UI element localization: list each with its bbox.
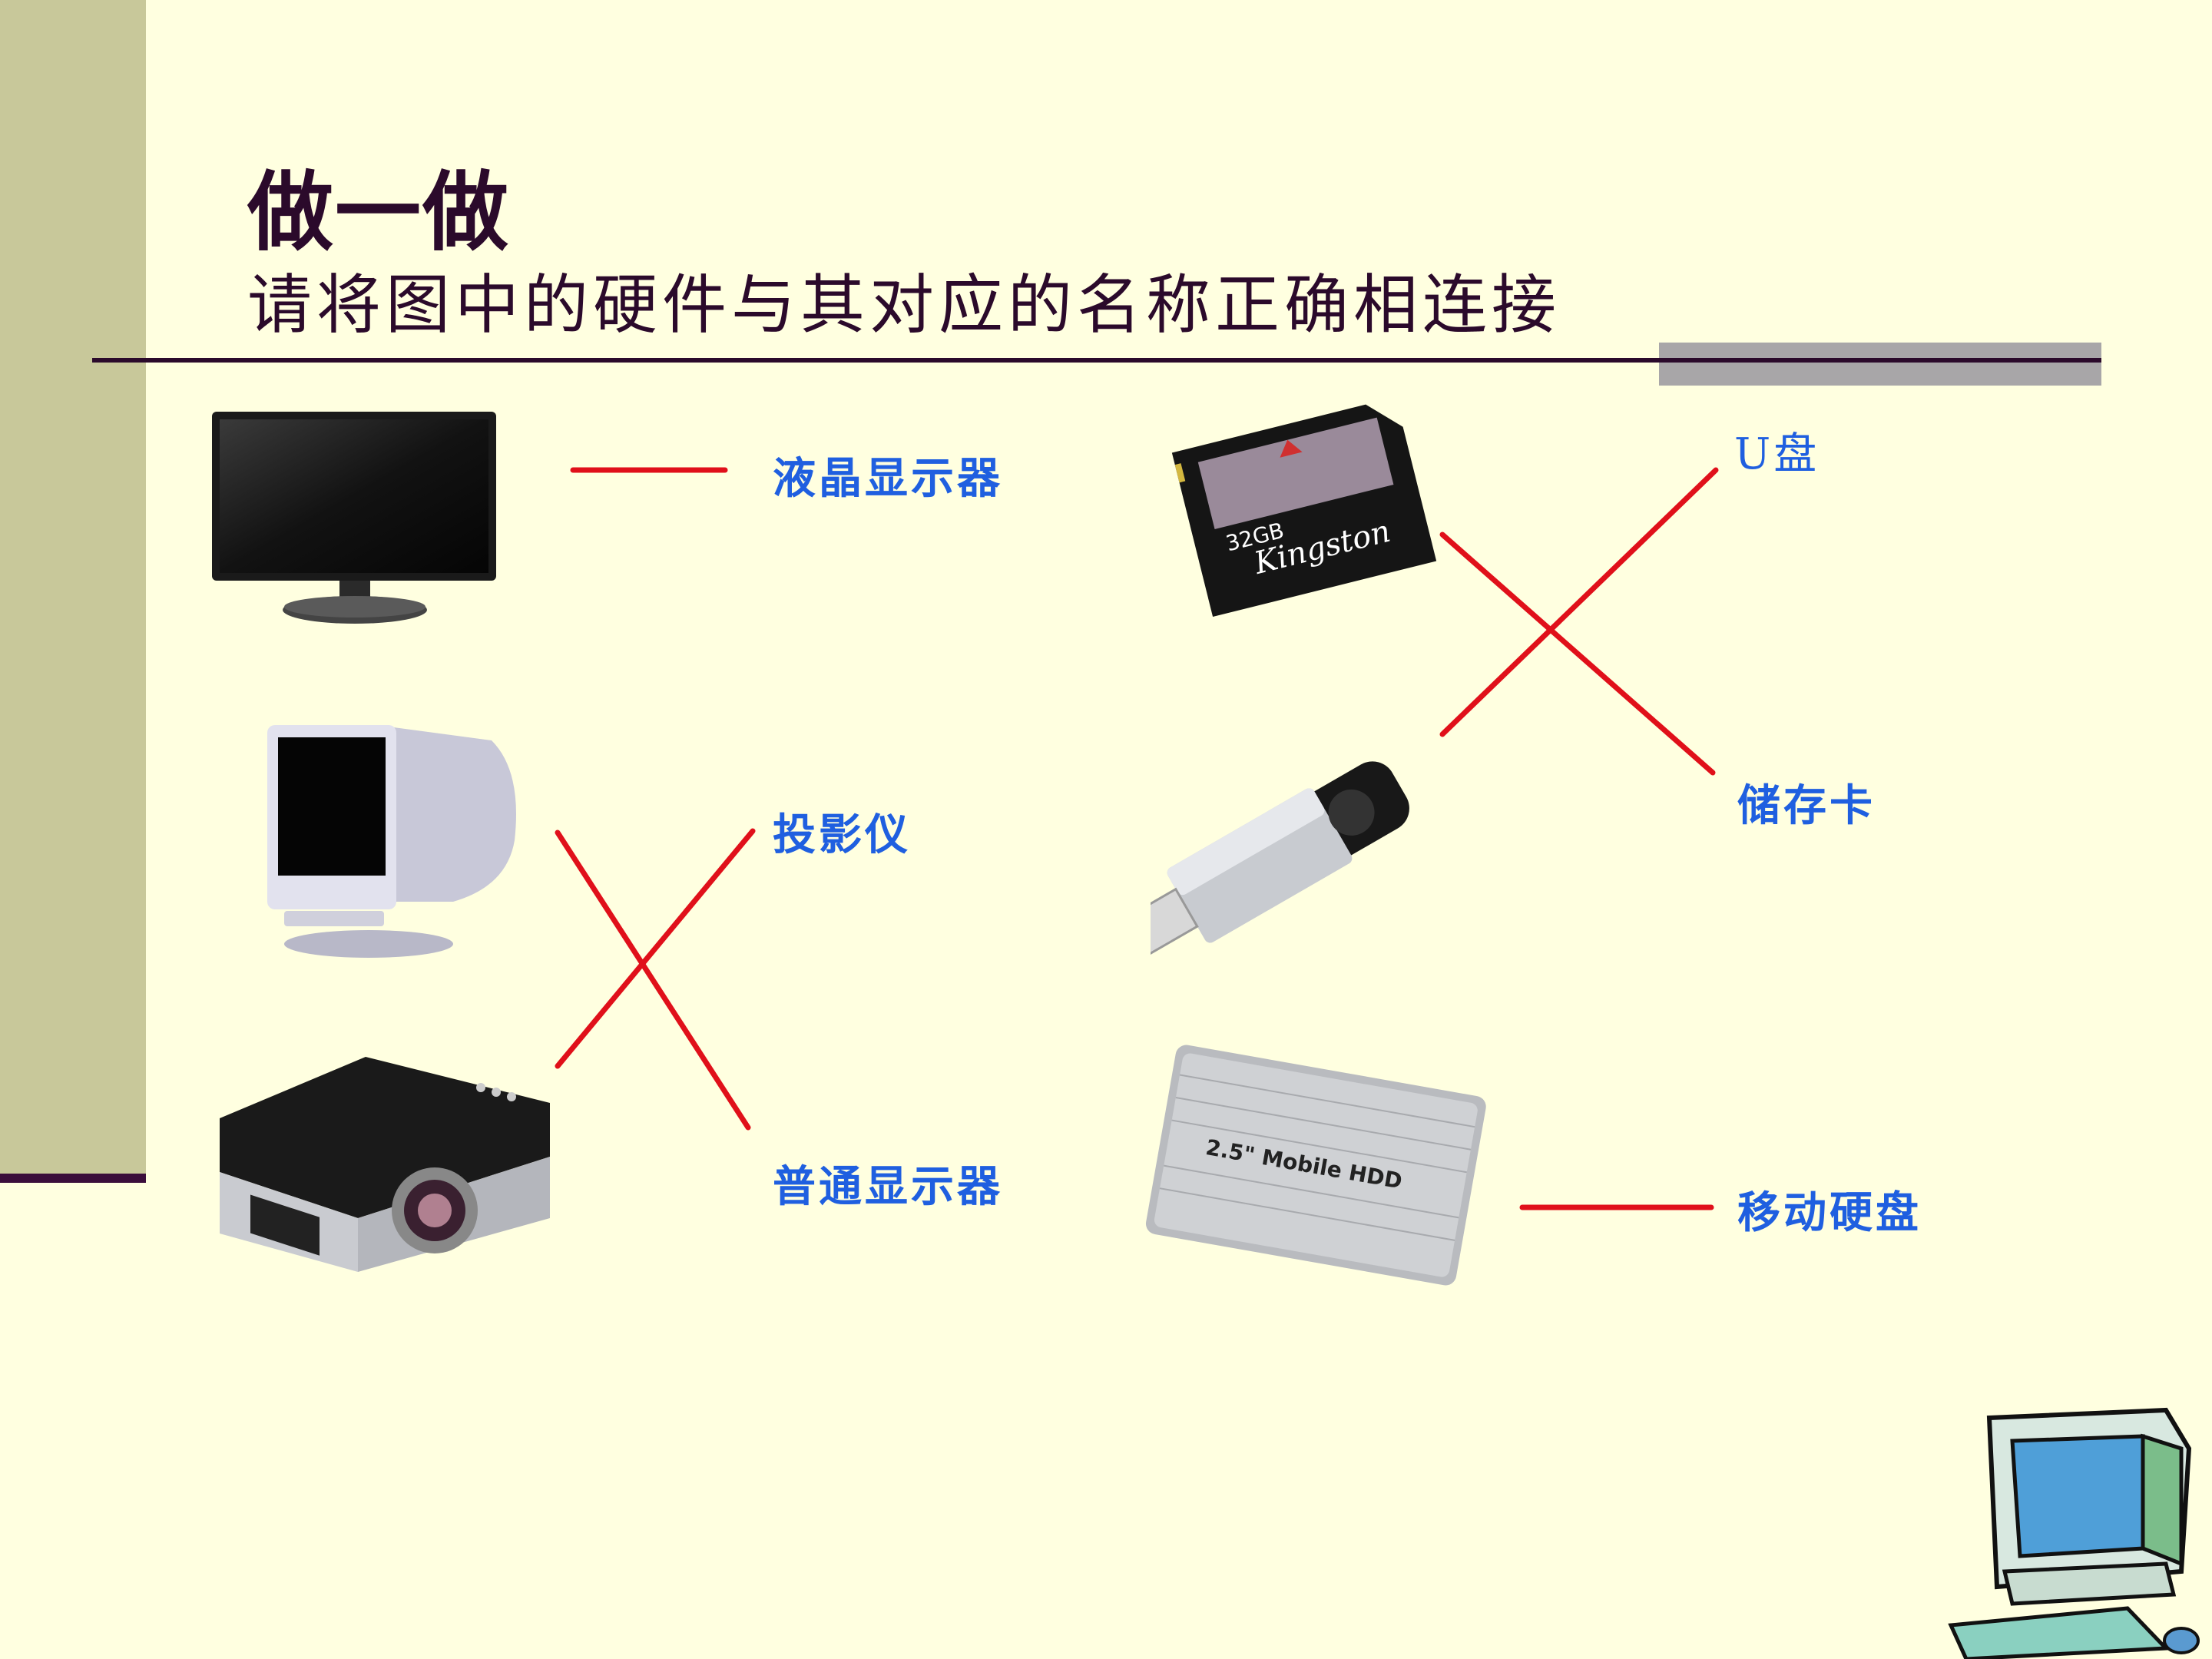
line-crt-to-projector-label [555,830,751,1131]
slide-title: 做一做 [247,162,510,263]
label-card: 储存卡 [1737,780,1876,831]
line-sd-to-card-label [1439,531,1716,776]
slide-subtitle: 请将图中的硬件与其对应的名称正确相连接 [247,267,1561,343]
usb-drive-image [1151,761,1409,959]
lcd-monitor-image [212,412,496,624]
label-lcd: 液晶显示器 [773,453,1003,504]
crt-monitor-image [267,725,516,958]
label-hdd: 移动硬盘 [1737,1187,1922,1238]
projector-image [220,1057,550,1272]
header-rule [92,358,2101,363]
line-projector-to-crt-label [555,828,756,1069]
line-usb-to-u-label [1439,467,1719,737]
sd-card-image: 32GB Kingston [1171,404,1437,618]
label-projector: 投影仪 [773,810,911,860]
label-usb: U盘 [1734,429,1820,479]
header-rule-accent [1659,343,2101,386]
hdd-image: 2.5" Mobile HDD [1145,1045,1486,1286]
sidebar-accent-bar [0,1174,146,1183]
computer-clipart [1948,1407,2200,1659]
label-crt: 普通显示器 [773,1161,1003,1212]
left-sidebar [0,0,146,1178]
